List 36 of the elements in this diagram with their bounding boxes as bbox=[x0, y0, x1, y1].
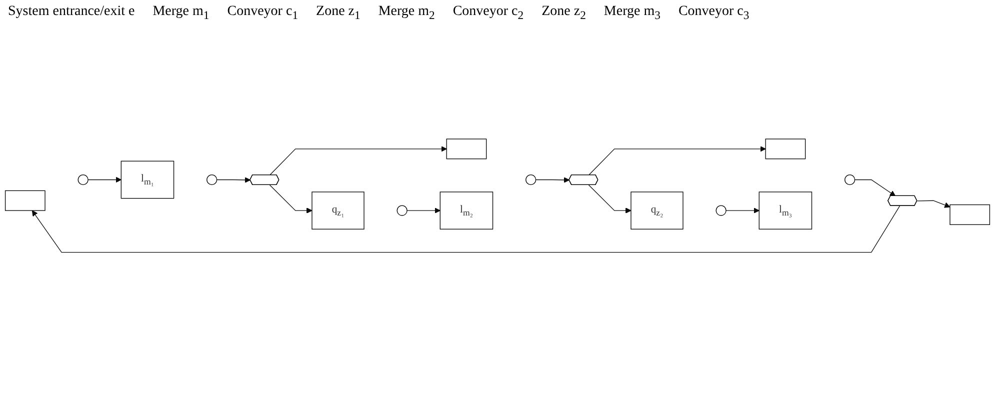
node-circle bbox=[396, 205, 408, 216]
station-title: Merge m$_{2}$ bbox=[378, 4, 435, 22]
station-title: Zone z$_{2}$ bbox=[542, 4, 586, 22]
arrow bbox=[32, 205, 900, 252]
arrow bbox=[916, 200, 950, 208]
station-title: Zone z$_{1}$ bbox=[316, 4, 360, 22]
node-box: l$_{m₂}$ bbox=[440, 191, 494, 230]
station-title: Merge m$_{3}$ bbox=[604, 4, 660, 22]
node-box: l$_{m₃}$ bbox=[758, 191, 812, 230]
station-title: Conveyor c$_{2}$ bbox=[452, 4, 524, 22]
arrow bbox=[854, 179, 896, 196]
station-title: Merge m$_{1}$ bbox=[152, 4, 210, 22]
node-box: l$_{m₁}$ bbox=[120, 160, 174, 198]
node-box bbox=[4, 190, 46, 211]
arrow bbox=[216, 176, 251, 183]
arrow bbox=[535, 176, 570, 183]
node-circle bbox=[844, 174, 856, 185]
station-title: Conveyor c$_{3}$ bbox=[678, 4, 750, 22]
node-box bbox=[765, 138, 806, 159]
arrow bbox=[269, 146, 447, 176]
arrow bbox=[726, 207, 760, 214]
arrow bbox=[406, 207, 440, 214]
station-title: System entrance/exit e bbox=[8, 4, 135, 21]
node-circle bbox=[206, 174, 218, 185]
node-box: q$_{z₁}$ bbox=[312, 191, 364, 230]
arrow bbox=[588, 146, 766, 176]
node-box bbox=[446, 138, 487, 159]
node-circle bbox=[716, 205, 726, 216]
node-box bbox=[950, 204, 990, 225]
node-box: q$_{z₂}$ bbox=[630, 191, 684, 230]
arrow bbox=[88, 176, 122, 182]
node-circle bbox=[526, 174, 536, 185]
station-title: Conveyor c$_{1}$ bbox=[227, 4, 298, 22]
node-circle bbox=[78, 174, 88, 185]
arrow bbox=[269, 184, 312, 214]
arrow bbox=[588, 184, 632, 214]
